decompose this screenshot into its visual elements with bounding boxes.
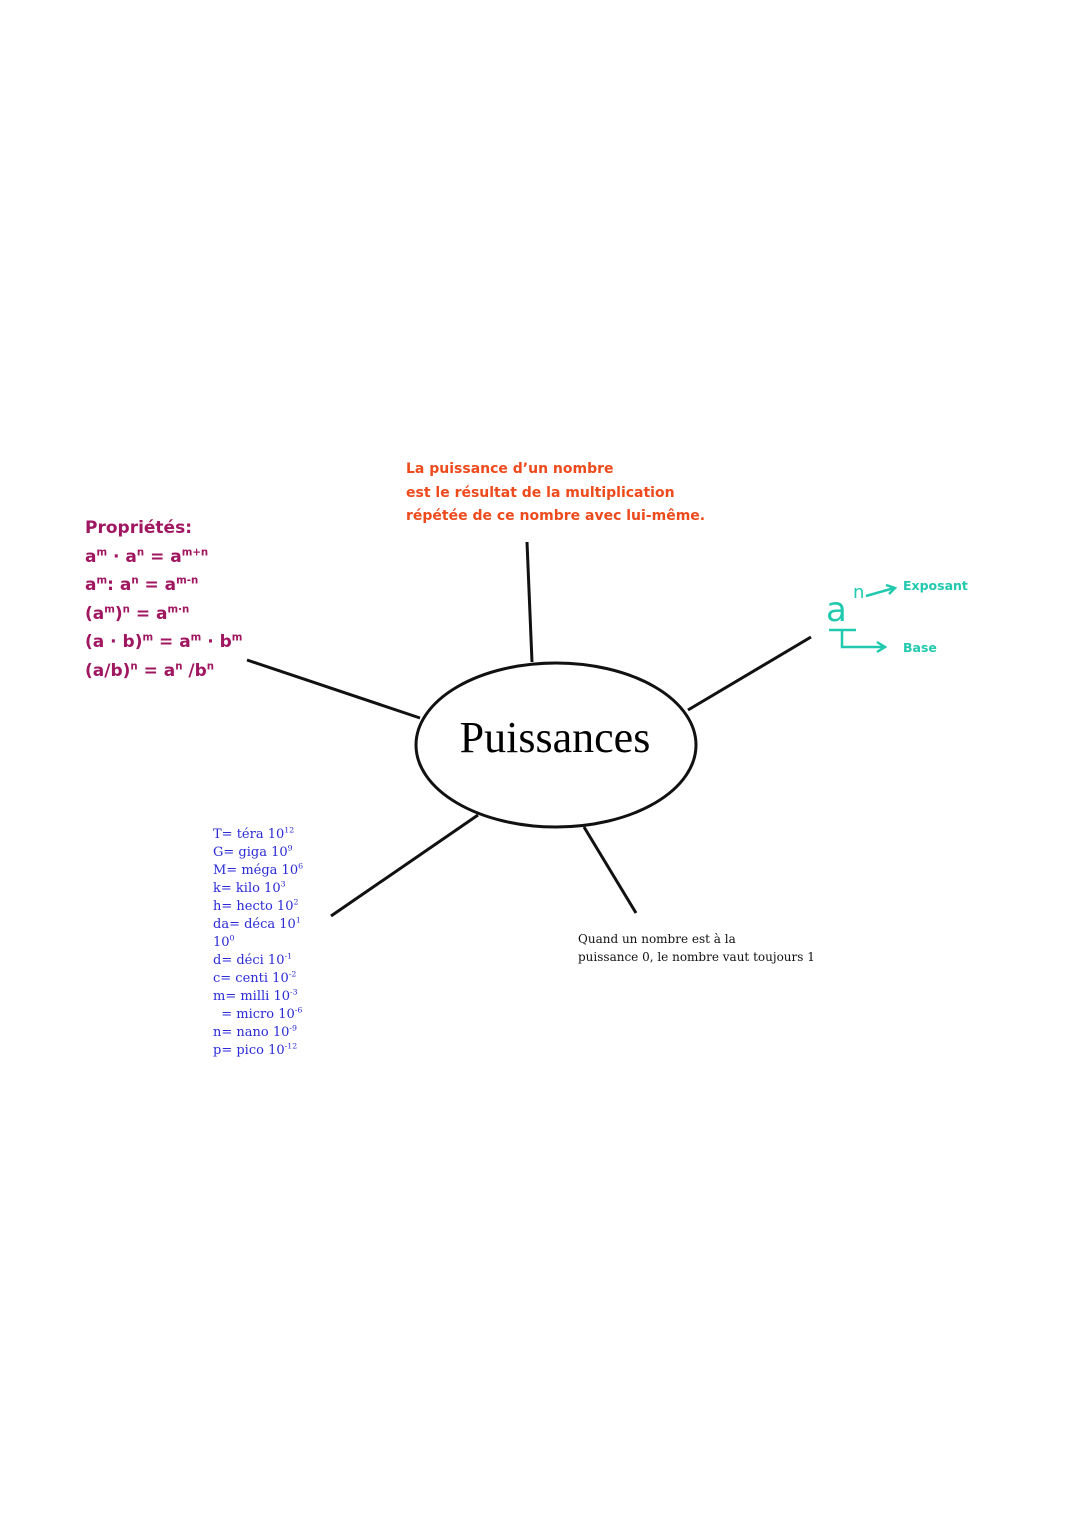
line-to-notation — [687, 635, 812, 712]
prefix-exponent: 0 — [229, 933, 235, 943]
formula-text: · a — [107, 546, 137, 567]
prefix-text: h= hecto 10 — [213, 899, 294, 914]
formula-exponent: n — [175, 660, 183, 672]
prefix-item: da= déca 101 — [213, 916, 303, 934]
prefix-text: = micro 10 — [213, 1007, 295, 1022]
prefix-exponent: 6 — [298, 861, 304, 871]
prefix-text: d= déci 10 — [213, 953, 285, 968]
formula-exponent: m — [104, 603, 115, 615]
formula-text: ) — [114, 603, 123, 624]
prefix-text: c= centi 10 — [213, 971, 289, 986]
formula-text: = a — [144, 546, 182, 567]
formula-exponent: m-n — [176, 575, 199, 587]
property-formula: am · an = am+n — [85, 543, 242, 572]
prefix-item: m= milli 10-3 — [213, 988, 303, 1006]
formula-text: (a/b) — [85, 660, 131, 681]
property-formula: am: an = am-n — [85, 571, 242, 600]
prefix-exponent: -6 — [294, 1005, 303, 1015]
prefix-exponent: 12 — [284, 825, 295, 835]
prefix-exponent: -1 — [284, 951, 293, 961]
prefix-item: c= centi 10-2 — [213, 970, 303, 988]
exponent-letter: n — [853, 582, 865, 603]
formula-exponent: m — [231, 632, 243, 644]
formula-exponent: n — [130, 660, 138, 672]
prefix-text: n= nano 10 — [213, 1025, 290, 1040]
prefix-text: M= méga 10 — [213, 863, 299, 878]
formula-exponent: m·n — [167, 603, 190, 615]
formula-exponent: m+n — [181, 546, 209, 558]
prefix-text: m= milli 10 — [213, 989, 290, 1004]
exponent-label: Exposant — [903, 578, 968, 593]
prefix-exponent: 1 — [295, 915, 301, 925]
prefix-item: n= nano 10-9 — [213, 1024, 303, 1042]
formula-exponent: m — [190, 632, 202, 644]
definition-line: La puissance d’un nombre — [406, 461, 614, 477]
prefix-item: G= giga 109 — [213, 844, 303, 862]
prefix-item: k= kilo 103 — [213, 880, 303, 898]
prefix-exponent: -9 — [289, 1023, 298, 1033]
prefix-item: h= hecto 102 — [213, 898, 303, 916]
base-label: Base — [903, 640, 937, 655]
property-formula: (a · b)m = am · bm — [85, 628, 242, 657]
formula-text: = a — [153, 632, 191, 652]
formula-text: · b — [201, 632, 232, 652]
line-to-definition — [525, 541, 534, 663]
prefix-text: T= téra 10 — [213, 827, 285, 842]
prefix-exponent: -2 — [288, 969, 297, 979]
prefix-item: 100 — [213, 934, 303, 952]
zero-rule-line: Quand un nombre est à la — [578, 932, 736, 946]
formula-exponent: n — [136, 546, 145, 558]
formula-text: = a — [137, 660, 176, 681]
center-ellipse — [414, 661, 698, 829]
prefix-text: k= kilo 10 — [213, 881, 281, 896]
definition-line: répétée de ce nombre avec lui-même. — [406, 508, 706, 524]
formula-text: : a — [107, 575, 132, 595]
property-formula: (a/b)n = an /bn — [85, 657, 242, 686]
prefix-text: 10 — [213, 935, 230, 950]
formula-text: = a — [129, 603, 168, 624]
zero-rule-line: puissance 0, le nombre vaut toujours 1 — [578, 950, 815, 964]
property-formula: (am)n = am·n — [85, 600, 242, 629]
line-to-properties — [246, 658, 421, 720]
prefix-text: da= déca 10 — [213, 917, 296, 932]
base-letter: a — [826, 590, 847, 630]
formula-exponent: m — [96, 546, 108, 558]
formula-exponent: m — [142, 632, 154, 644]
prefix-exponent: 2 — [293, 897, 299, 907]
prefix-text: G= giga 10 — [213, 845, 288, 860]
definition-text: La puissance d’un nombre est le résultat… — [406, 458, 705, 529]
formula-exponent: n — [131, 575, 139, 587]
properties-title: Propriétés: — [85, 518, 193, 538]
prefix-item: M= méga 106 — [213, 862, 303, 880]
definition-line: est le résultat de la multiplication — [406, 484, 675, 501]
prefix-item: T= téra 1012 — [213, 826, 303, 844]
line-to-zero-rule — [582, 826, 638, 914]
center-title: Puissances — [459, 713, 651, 762]
notation-arrows — [829, 583, 898, 654]
prefix-item: d= déci 10-1 — [213, 952, 303, 970]
formula-text: /b — [182, 660, 207, 681]
prefix-item: = micro 10-6 — [213, 1006, 303, 1024]
prefix-item: p= pico 10-12 — [213, 1042, 303, 1060]
formula-text: = a — [138, 575, 177, 595]
prefix-exponent: -3 — [289, 987, 298, 997]
prefix-text: p= pico 10 — [213, 1043, 285, 1058]
prefix-exponent: 3 — [280, 879, 286, 889]
formula-text: (a — [85, 603, 105, 624]
formula-exponent: n — [206, 660, 215, 672]
formula-text: (a · b) — [85, 632, 143, 652]
prefix-exponent: -12 — [284, 1041, 298, 1051]
zero-rule-text: Quand un nombre est à la puissance 0, le… — [578, 930, 815, 966]
line-to-prefixes — [330, 813, 479, 918]
formula-text: a — [85, 575, 97, 595]
formula-exponent: n — [122, 603, 130, 615]
formula-text: a — [85, 546, 97, 567]
prefix-exponent: 9 — [287, 843, 293, 853]
formula-exponent: m — [96, 575, 108, 587]
